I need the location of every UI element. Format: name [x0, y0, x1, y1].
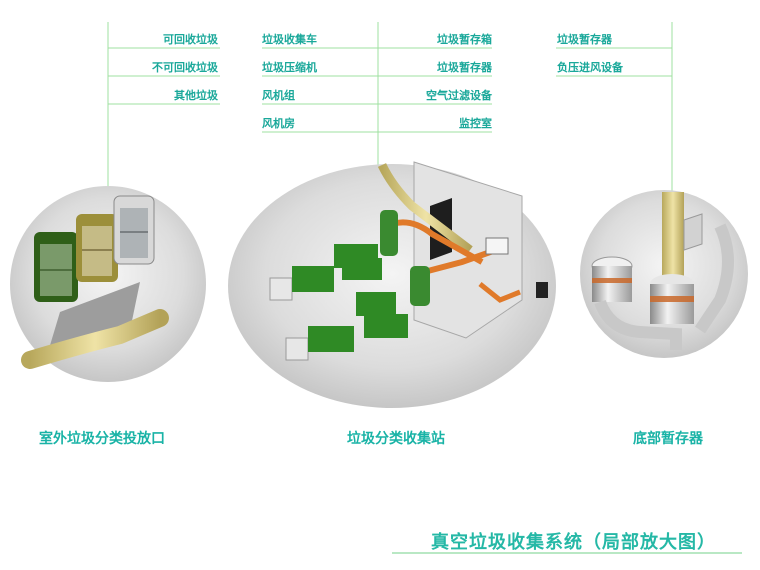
station-illustration [228, 161, 556, 408]
label-other-waste: 其他垃圾 [174, 89, 218, 102]
bin-yellow [76, 214, 118, 282]
section-title-station: 垃圾分类收集站 [347, 431, 445, 447]
container-row-2 [285, 292, 408, 361]
bin-green [34, 232, 78, 302]
label-compactor: 垃圾压缩机 [262, 61, 317, 74]
main-title: 真空垃圾收集系统（局部放大图） [431, 532, 716, 553]
outdoor-bins-illustration [10, 186, 206, 382]
label-bottom-storage-unit: 垃圾暂存器 [557, 33, 612, 46]
label-negative-pressure-inlet: 负压进风设备 [557, 61, 623, 74]
label-storage-unit: 垃圾暂存器 [437, 61, 492, 74]
label-fan-set: 风机组 [262, 89, 295, 102]
callout-lines-middle [262, 22, 492, 165]
label-storage-box: 垃圾暂存箱 [437, 33, 492, 46]
label-control-room: 监控室 [459, 117, 492, 130]
label-non-recyclable: 不可回收垃圾 [152, 61, 218, 74]
callout-lines-left [107, 22, 220, 210]
label-fan-room: 风机房 [262, 117, 295, 130]
section-title-outdoor: 室外垃圾分类投放口 [39, 431, 165, 447]
callout-lines-right [556, 22, 673, 200]
label-recyclable: 可回收垃圾 [163, 33, 218, 46]
bin-grey [113, 195, 155, 265]
label-collection-truck: 垃圾收集车 [262, 33, 317, 46]
container-row-1 [269, 244, 382, 301]
bottom-storage-illustration [580, 190, 748, 358]
label-air-filter: 空气过滤设备 [426, 89, 492, 102]
section-title-bottom: 底部暂存器 [633, 431, 703, 447]
